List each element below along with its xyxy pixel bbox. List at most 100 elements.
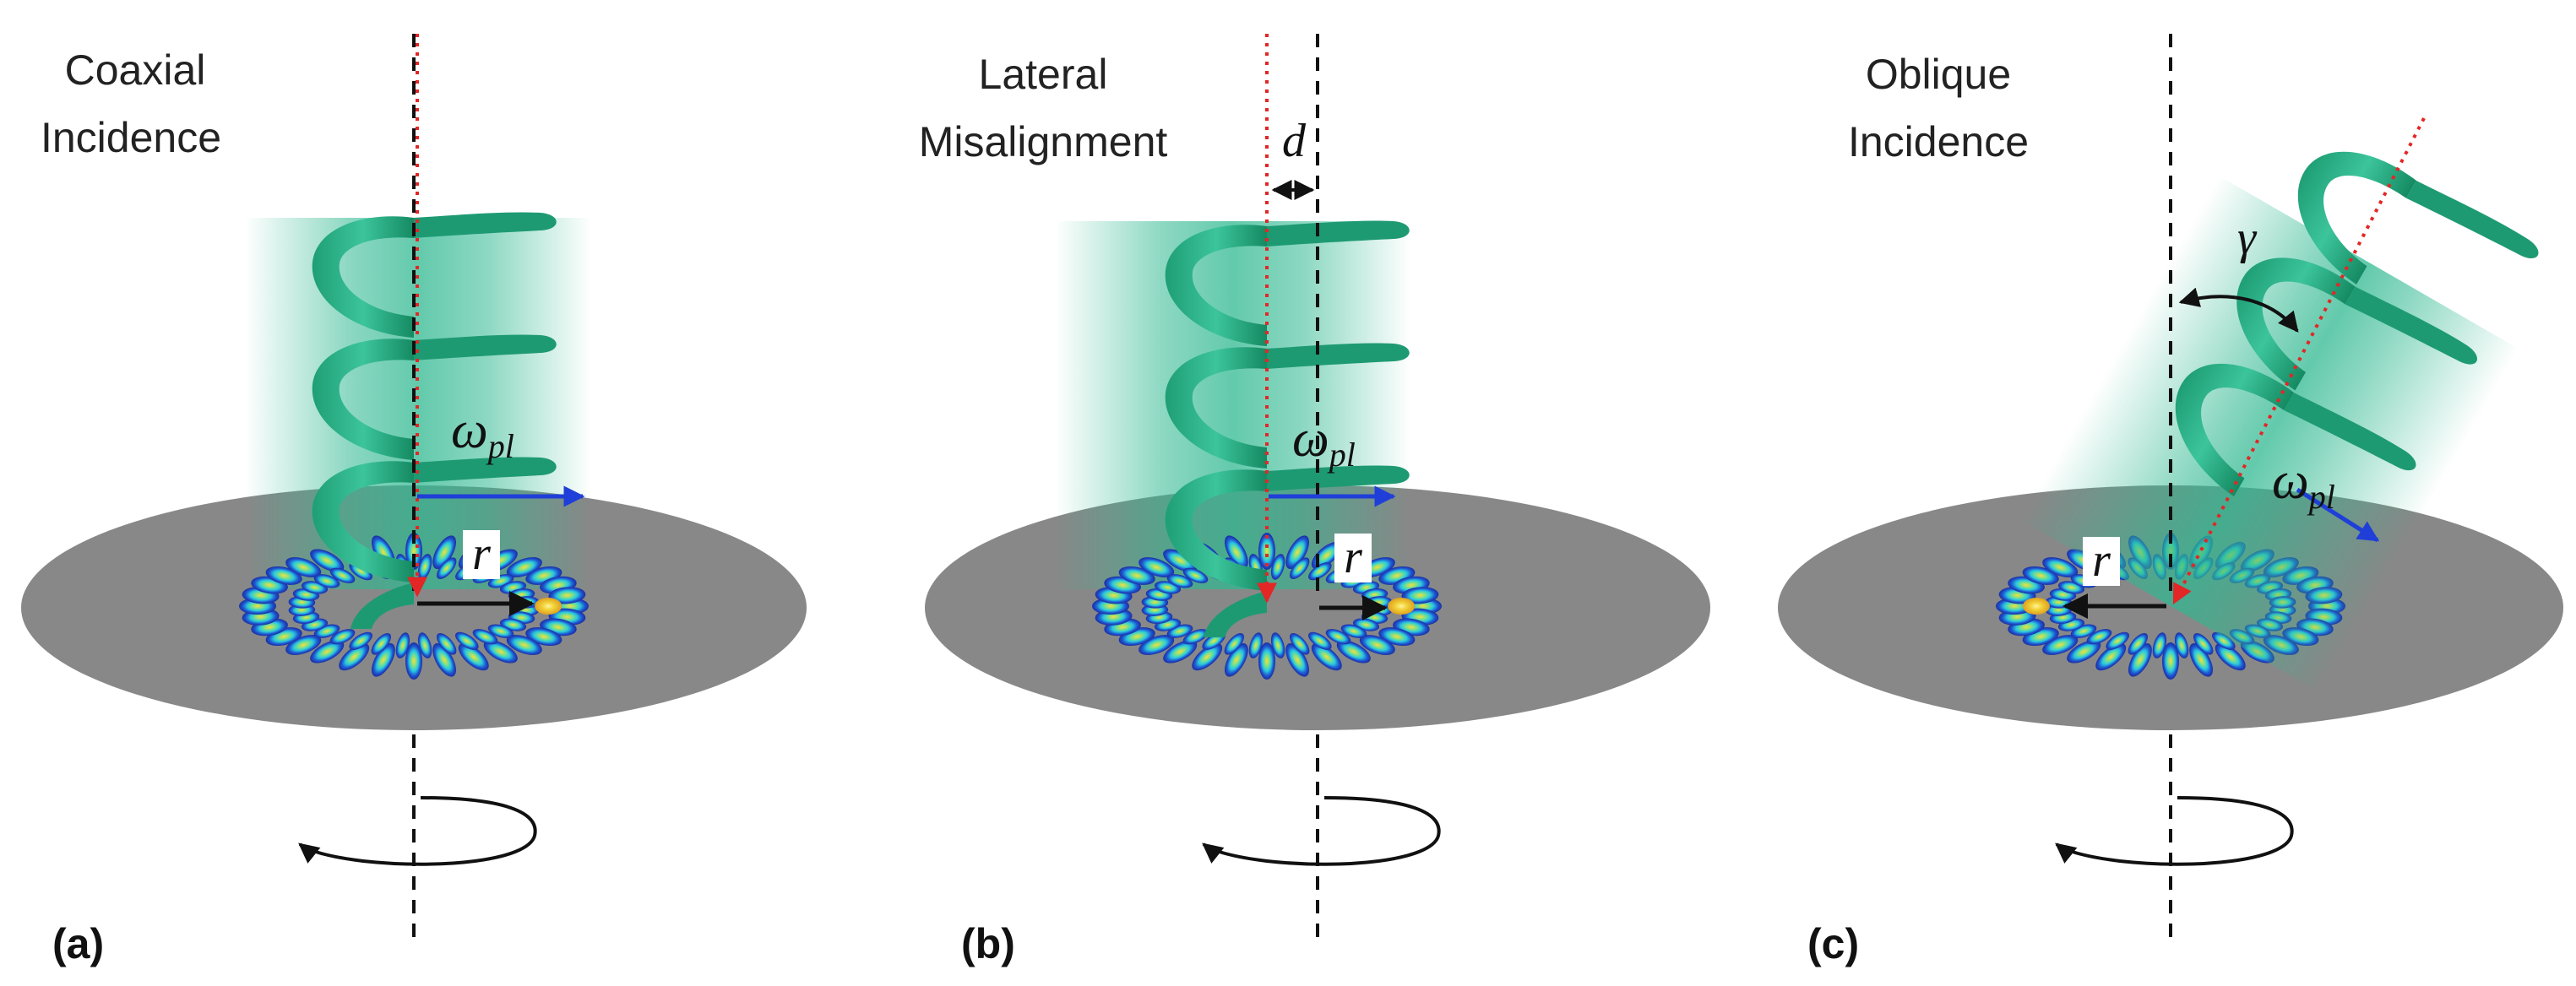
ring-petal — [405, 533, 422, 570]
ring-petal — [349, 631, 372, 650]
ring-petal — [437, 557, 457, 580]
ring-petal — [395, 632, 410, 658]
ring-petal — [1340, 624, 1367, 638]
ring-petal — [458, 642, 489, 671]
omega-symbol: ωpl — [451, 402, 514, 465]
ring-petal — [1192, 642, 1223, 671]
ring-petal — [1285, 643, 1309, 677]
ring-petal — [506, 635, 542, 655]
ring-petal — [1163, 640, 1198, 664]
ring-petal — [285, 557, 322, 577]
ring-petal — [2193, 632, 2214, 655]
title-line-2: Incidence — [41, 114, 221, 161]
ring-petal — [1224, 632, 1244, 655]
panel-c: Oblique Incidence γ ωpl r (c) — [1778, 34, 2563, 967]
rotation-arrow-icon — [1202, 796, 1441, 866]
title-line-2: Misalignment — [919, 118, 1168, 165]
ring-petal — [310, 640, 345, 664]
ring-petal — [1258, 642, 1275, 680]
ring-petal — [329, 567, 356, 583]
beam-haze — [245, 218, 591, 589]
ring-petal — [487, 624, 514, 638]
omega-arrow-icon — [2296, 487, 2380, 543]
ring-petal — [1308, 631, 1332, 650]
beam-axis — [2172, 117, 2426, 605]
radius-label-bg — [2083, 537, 2120, 586]
ring-petal — [1290, 557, 1310, 580]
ring-petal — [2095, 642, 2127, 671]
ring-petal — [2128, 632, 2148, 655]
ring-petal — [1336, 640, 1371, 664]
panel-label-c: (c) — [1807, 920, 1859, 967]
ring-hotspot — [2022, 598, 2050, 615]
radius-symbol: r — [472, 528, 491, 580]
ring-petal — [1139, 557, 1175, 577]
ring-petal — [1225, 535, 1248, 569]
ring-petal — [1182, 567, 1209, 583]
ring-petal — [432, 535, 456, 569]
ring-hotspot — [1388, 598, 1416, 615]
ring-petal — [2067, 640, 2101, 664]
rotation-arrow-icon — [2055, 796, 2294, 866]
ring-petal — [1311, 642, 1342, 671]
ring-petal — [1308, 562, 1332, 581]
offset-symbol: d — [1282, 115, 1307, 167]
panel-label-b: (b) — [961, 920, 1015, 967]
ring-petal — [2086, 629, 2112, 645]
radius-label-bg — [1334, 534, 1372, 582]
angle-symbol: γ — [2237, 212, 2258, 264]
title-a: Coaxial Incidence — [41, 46, 221, 161]
oblique-beam — [2020, 125, 2543, 693]
ring-petal — [310, 549, 345, 572]
ring-petal — [371, 632, 391, 655]
ring-petal — [548, 587, 586, 604]
ring-petal — [1290, 632, 1310, 655]
radius-symbol: r — [1344, 531, 1362, 583]
ring-petal — [417, 632, 432, 658]
ring-petal — [372, 643, 395, 677]
ring-petal — [1285, 535, 1309, 569]
rotation-arrow-icon — [298, 796, 537, 866]
ring-petal — [432, 643, 456, 677]
panel-a: Coaxial Incidence ωpl r (a) — [21, 34, 807, 967]
title-line-1: Oblique — [1866, 51, 2011, 98]
title-line-1: Coaxial — [65, 46, 206, 94]
ring-petal — [313, 574, 340, 588]
ring-petal — [1270, 554, 1285, 580]
ring-petal — [1401, 587, 1439, 604]
omega-symbol: ωpl — [2272, 452, 2335, 516]
radius-label-bg — [463, 530, 500, 579]
title-c: Oblique Incidence — [1848, 51, 2029, 165]
ring-petal — [455, 631, 479, 650]
ring-petal — [1166, 574, 1193, 588]
helix-beam — [1165, 220, 1410, 637]
ring-petal — [2106, 631, 2129, 650]
ring-petal — [1163, 549, 1198, 572]
title-line-2: Incidence — [1848, 118, 2029, 165]
ring-petal — [2212, 631, 2236, 650]
beam-haze — [1056, 221, 1410, 589]
ring-hotspot — [535, 598, 562, 615]
radius-symbol: r — [2092, 534, 2111, 587]
ring-petal — [1258, 533, 1275, 570]
ring-petal — [2042, 557, 2079, 577]
helix-beam — [312, 212, 557, 629]
ring-petal — [483, 640, 518, 664]
angle-arrow-icon — [2178, 287, 2299, 333]
omega-symbol: ωpl — [1292, 410, 1356, 474]
ring-petal — [2189, 643, 2213, 677]
ring-petal — [2215, 642, 2246, 671]
ring-petal — [405, 642, 422, 680]
ring-petal — [472, 629, 498, 645]
ring-petal — [1182, 629, 1209, 645]
ring-petal — [2152, 632, 2167, 658]
ring-petal — [2162, 642, 2179, 680]
disk — [21, 485, 807, 730]
ring-petal — [1325, 629, 1351, 645]
ring-petal — [1248, 632, 1264, 658]
ring-petal — [417, 554, 432, 580]
ring-petal — [437, 632, 457, 655]
panel-b: Lateral Misalignment d ωpl r (b) — [919, 34, 1710, 967]
ring-petal — [1359, 635, 1395, 655]
